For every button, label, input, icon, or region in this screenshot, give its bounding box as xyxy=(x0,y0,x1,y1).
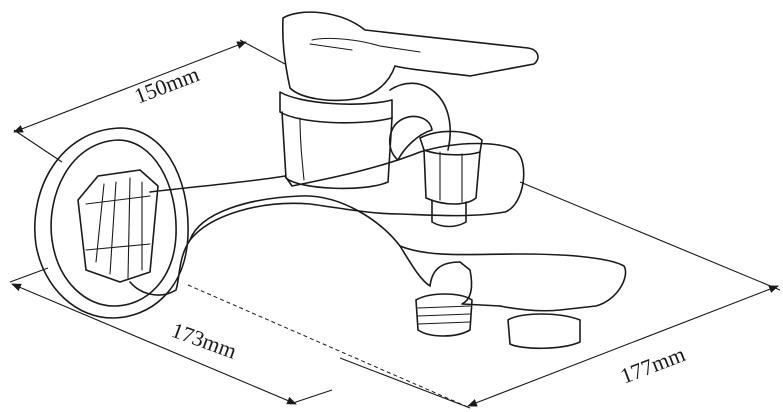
dimension-length: 177mm xyxy=(339,181,781,409)
lever-handle xyxy=(279,11,539,190)
threaded-outlet xyxy=(415,293,473,337)
depth-label: 150mm xyxy=(131,61,203,108)
dimension-depth: 150mm xyxy=(13,39,286,163)
hex-nut xyxy=(77,169,159,283)
mixer-body xyxy=(129,142,525,296)
spout xyxy=(399,245,627,350)
length-label: 177mm xyxy=(617,341,689,388)
width-label: 173mm xyxy=(168,317,240,363)
wall-flange xyxy=(34,127,189,319)
diverter-knob xyxy=(388,115,483,228)
